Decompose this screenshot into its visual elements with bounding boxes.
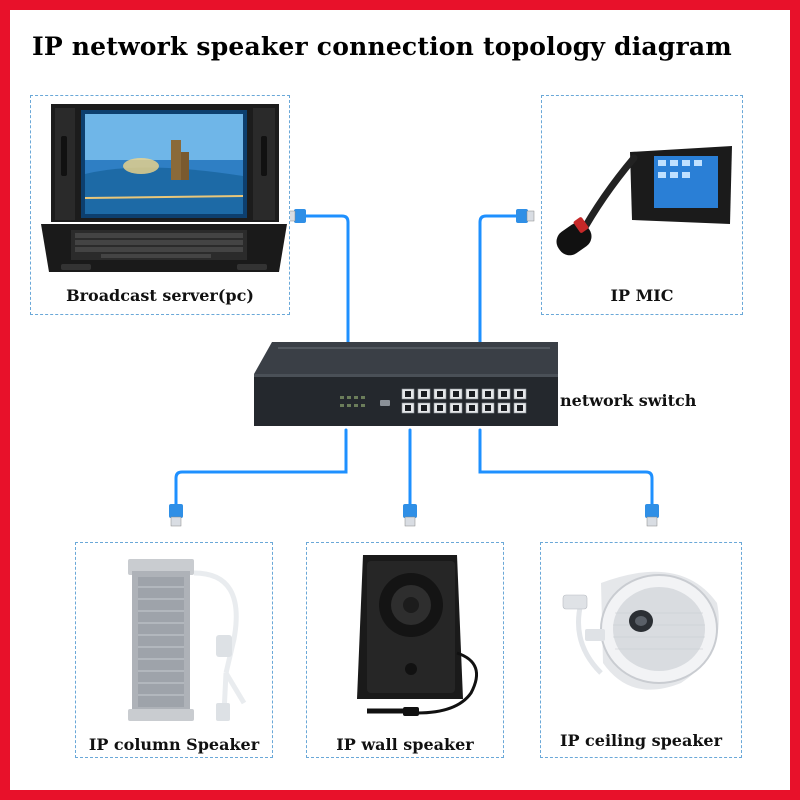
column-speaker-label: IP column Speaker — [76, 735, 272, 754]
node-ip-ceiling-speaker: IP ceiling speaker — [540, 542, 742, 758]
wall-speaker-illustration — [307, 543, 503, 723]
ceiling-speaker-illustration — [541, 543, 741, 723]
network-switch — [254, 342, 558, 426]
wall-speaker-label: IP wall speaker — [307, 735, 503, 754]
column-speaker-illustration — [76, 543, 272, 723]
switch-label: network switch — [560, 391, 696, 410]
node-ip-wall-speaker: IP wall speaker — [306, 542, 504, 758]
ceiling-speaker-label: IP ceiling speaker — [541, 731, 741, 750]
node-ip-column-speaker: IP column Speaker — [75, 542, 273, 758]
diagram-canvas: IP network speaker connection topology d… — [10, 10, 790, 790]
